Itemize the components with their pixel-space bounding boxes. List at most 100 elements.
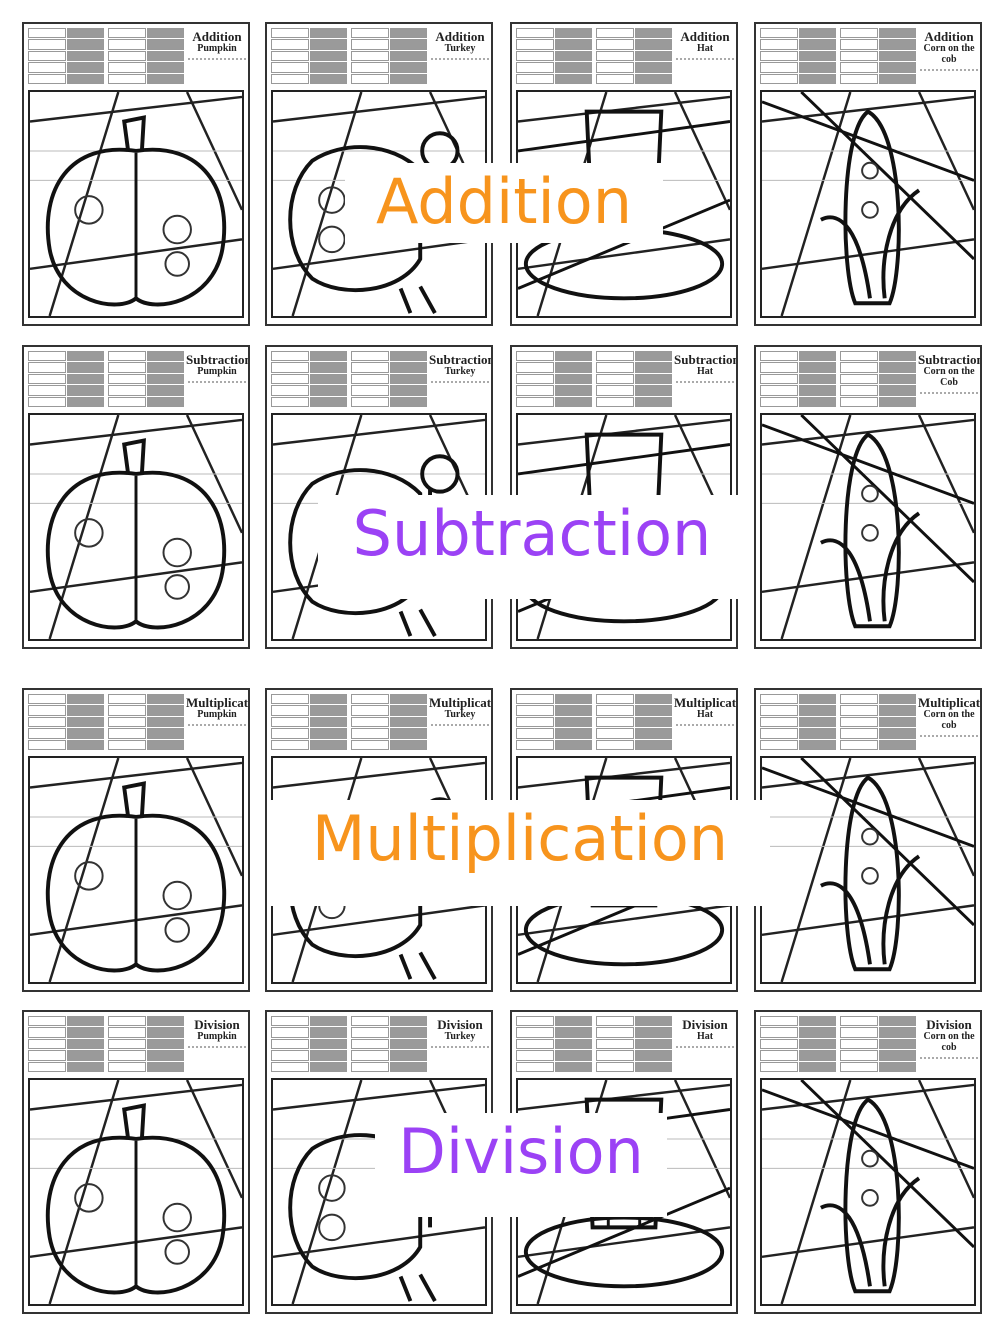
key-cell — [878, 62, 916, 73]
key-cell — [309, 739, 347, 750]
key-cell — [271, 694, 309, 705]
key-cell — [596, 62, 634, 73]
key-cell — [389, 1016, 427, 1027]
key-cell — [146, 50, 184, 62]
key-cell — [351, 1061, 389, 1072]
key-cell — [28, 62, 66, 73]
key-cell — [878, 1038, 916, 1050]
key-cell — [840, 62, 878, 73]
color-key-table — [351, 28, 427, 84]
key-cell — [66, 1050, 104, 1061]
color-key-table — [596, 351, 672, 407]
key-cell — [351, 50, 389, 62]
key-cell — [108, 396, 146, 407]
key-cell — [760, 705, 798, 716]
worksheet-title-text: Addition — [924, 29, 974, 44]
key-cell — [108, 1061, 146, 1072]
worksheet-title-text: Addition — [435, 29, 485, 44]
key-cell — [596, 385, 634, 396]
key-cell — [351, 351, 389, 362]
key-cell — [28, 705, 66, 716]
key-cell — [389, 1027, 427, 1038]
key-cell — [271, 362, 309, 373]
key-cell — [146, 62, 184, 73]
key-cell — [554, 62, 592, 73]
key-cell — [146, 716, 184, 728]
key-cell — [840, 39, 878, 50]
key-cell — [351, 385, 389, 396]
worksheet-title-text: Subtraction — [186, 352, 250, 367]
key-cell — [516, 28, 554, 39]
color-key-table — [271, 1016, 347, 1072]
key-cell — [798, 396, 836, 407]
key-cell — [634, 73, 672, 84]
key-cell — [146, 728, 184, 739]
key-cell — [798, 739, 836, 750]
section-label-multiplication: Multiplication — [270, 800, 770, 906]
key-cell — [516, 694, 554, 705]
key-cell — [309, 39, 347, 50]
key-cell — [28, 1027, 66, 1038]
key-cell — [146, 396, 184, 407]
key-cell — [28, 362, 66, 373]
key-cell — [108, 1038, 146, 1050]
key-cell — [554, 39, 592, 50]
key-cell — [66, 28, 104, 39]
worksheet-title-text: Subtraction — [674, 352, 738, 367]
key-cell — [389, 694, 427, 705]
key-cell — [878, 373, 916, 385]
key-cell — [760, 50, 798, 62]
key-cell — [66, 1027, 104, 1038]
worksheet-title-text: Subtraction — [918, 352, 982, 367]
key-cell — [554, 373, 592, 385]
key-cell — [389, 1038, 427, 1050]
key-cell — [146, 739, 184, 750]
key-cell — [351, 728, 389, 739]
key-cell — [634, 373, 672, 385]
color-key-table — [516, 351, 592, 407]
key-cell — [596, 362, 634, 373]
key-cell — [309, 62, 347, 73]
key-cell — [760, 39, 798, 50]
worksheet-subtitle: Hat — [696, 1031, 714, 1042]
key-cell — [351, 28, 389, 39]
key-cell — [840, 1050, 878, 1061]
key-cell — [108, 73, 146, 84]
key-cell — [516, 62, 554, 73]
color-key-table — [271, 28, 347, 84]
color-key-table — [760, 28, 836, 84]
worksheet-subtitle: Pumpkin — [197, 366, 237, 377]
key-cell — [840, 728, 878, 739]
key-cell — [309, 373, 347, 385]
corn-coloring-picture — [760, 756, 976, 984]
worksheet-subtitle: Pumpkin — [197, 709, 237, 720]
pumpkin-coloring-picture — [28, 90, 244, 318]
key-cell — [309, 694, 347, 705]
key-cell — [760, 62, 798, 73]
color-key-table — [760, 694, 836, 750]
key-cell — [351, 1050, 389, 1061]
worksheet-title-text: Division — [682, 1017, 728, 1032]
key-cell — [634, 1027, 672, 1038]
key-cell — [760, 1027, 798, 1038]
key-cell — [309, 705, 347, 716]
worksheet-title: MultiplicationPumpkin — [186, 696, 248, 728]
key-cell — [66, 396, 104, 407]
key-cell — [351, 739, 389, 750]
key-cell — [596, 1027, 634, 1038]
color-key-table — [760, 351, 836, 407]
key-cell — [271, 50, 309, 62]
key-cell — [309, 362, 347, 373]
key-cell — [271, 1016, 309, 1027]
color-key-table — [516, 28, 592, 84]
key-cell — [351, 716, 389, 728]
key-cell — [760, 28, 798, 39]
key-cell — [634, 396, 672, 407]
worksheet-title-text: Multiplication — [674, 695, 737, 710]
